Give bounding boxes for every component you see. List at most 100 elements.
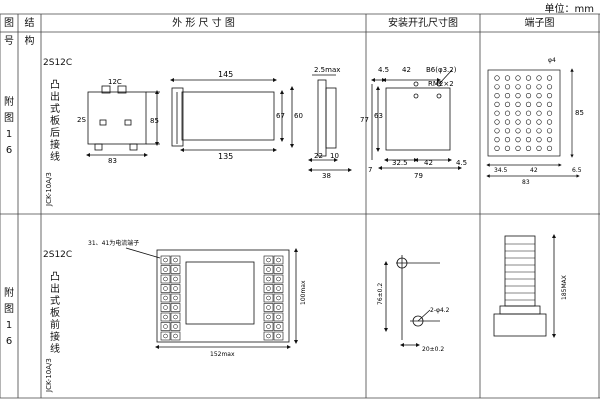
- row1-structure-char: 接: [50, 140, 60, 151]
- terminal-block: [263, 322, 274, 331]
- terminal-block: [160, 312, 171, 322]
- row1-mount-view: [371, 69, 462, 170]
- row1-mount-b1: 32.5: [392, 159, 408, 167]
- terminal-screw: [163, 333, 168, 339]
- terminal-screw: [276, 314, 281, 320]
- terminal-screw: [276, 286, 281, 291]
- terminal-hole: [515, 92, 521, 99]
- row1-side-top: 145: [218, 70, 233, 79]
- terminal-block: [160, 274, 171, 284]
- terminal-hole: [536, 75, 542, 81]
- row1-side-view: [170, 78, 294, 152]
- row2-terminal-view: [493, 234, 556, 338]
- row1-end-b3: 38: [322, 172, 331, 180]
- row2-code: 2S12C: [43, 250, 73, 260]
- terminal-block: [273, 303, 284, 312]
- terminal-screw: [173, 333, 178, 339]
- terminal-hole: [525, 84, 532, 90]
- terminal-screw: [163, 257, 168, 263]
- terminal-block: [273, 322, 284, 331]
- row1-mount-h1: 77: [360, 116, 369, 124]
- terminal-hole: [546, 145, 553, 151]
- row1-mount-b3: 4.5: [456, 159, 467, 167]
- row1-mount-screw: B6(φ3.2): [426, 66, 457, 74]
- row2-mount-holes: 2-φ4.2: [430, 307, 450, 314]
- terminal-block: [273, 274, 284, 284]
- row1-structure-char: 后: [50, 128, 60, 139]
- terminal-block: [160, 303, 171, 312]
- row2-front-callout: 31、41为电流端子: [88, 239, 139, 247]
- header-figure-no: 图 号: [4, 18, 14, 47]
- terminal-hole: [525, 101, 532, 107]
- terminal-hole: [536, 110, 542, 116]
- terminal-screw: [173, 314, 178, 320]
- row1-end-b2: 10: [330, 152, 339, 160]
- terminal-hole: [515, 119, 521, 125]
- row2-terminal-h: 185MAX: [561, 275, 568, 300]
- row1-terminal-b1: 34.5: [494, 167, 508, 174]
- row2-structure-char: 凸: [50, 272, 60, 283]
- row2-figure-char: 6: [5, 336, 13, 347]
- row1-mount-b5: 7: [368, 166, 372, 174]
- terminal-hole: [494, 92, 500, 99]
- terminal-block: [160, 265, 171, 274]
- terminal-hole: [536, 137, 542, 143]
- terminal-block: [170, 274, 181, 284]
- terminal-hole: [546, 92, 553, 99]
- terminal-screw: [266, 267, 271, 272]
- row2-figure-char: 1: [5, 320, 13, 331]
- terminal-block: [170, 293, 181, 303]
- terminal-screw: [276, 305, 281, 310]
- unit-label: 单位：mm: [544, 4, 594, 15]
- terminal-block: [273, 312, 284, 322]
- row1-terminal-view: [486, 68, 580, 178]
- terminal-block: [263, 312, 274, 322]
- terminal-screw: [276, 257, 281, 263]
- row1-structure-char: 出: [50, 92, 60, 103]
- row2-structure-char: 接: [50, 332, 60, 343]
- terminal-hole: [494, 101, 500, 107]
- terminal-hole: [546, 75, 553, 81]
- terminal-screw: [173, 305, 178, 310]
- row1-terminal-hole: φ4: [548, 57, 556, 64]
- terminal-screw: [276, 267, 281, 272]
- terminal-hole: [494, 110, 500, 116]
- terminal-hole: [504, 128, 511, 134]
- header-outline: 外 形 尺 寸 图: [172, 18, 235, 29]
- terminal-hole: [504, 101, 511, 107]
- terminal-hole: [504, 110, 511, 116]
- terminal-hole: [536, 84, 542, 90]
- row2-terminal-ribs: [505, 243, 535, 301]
- terminal-block: [170, 284, 181, 293]
- header-structure: 结 构: [24, 18, 35, 47]
- terminal-screw: [266, 286, 271, 291]
- row2-front-h: 100max: [300, 280, 307, 305]
- terminal-hole: [536, 119, 542, 125]
- terminal-block: [263, 265, 274, 274]
- terminal-block: [170, 312, 181, 322]
- row1-code: 2S12C: [43, 58, 73, 68]
- terminal-block: [170, 331, 181, 341]
- terminal-hole: [525, 145, 532, 151]
- terminal-hole: [494, 145, 500, 151]
- terminal-screw: [173, 267, 178, 272]
- terminal-block: [273, 331, 284, 341]
- row2-structure-char: 板: [50, 308, 60, 319]
- terminal-block: [263, 303, 274, 312]
- terminal-hole: [494, 119, 500, 125]
- row2-terminal-grid: [160, 255, 284, 341]
- terminal-screw: [266, 305, 271, 310]
- row1-side-bottom: 135: [218, 152, 233, 161]
- terminal-hole: [494, 137, 500, 143]
- row2-mount-h: 76±0.2: [377, 283, 384, 305]
- terminal-hole: [525, 128, 532, 134]
- row1-figure-char: 6: [5, 145, 13, 156]
- terminal-hole: [504, 92, 511, 99]
- terminal-block: [273, 255, 284, 265]
- row2-front-view: [125, 247, 298, 349]
- terminal-hole: [546, 84, 553, 90]
- terminal-screw: [173, 324, 178, 329]
- terminal-hole: [546, 137, 553, 143]
